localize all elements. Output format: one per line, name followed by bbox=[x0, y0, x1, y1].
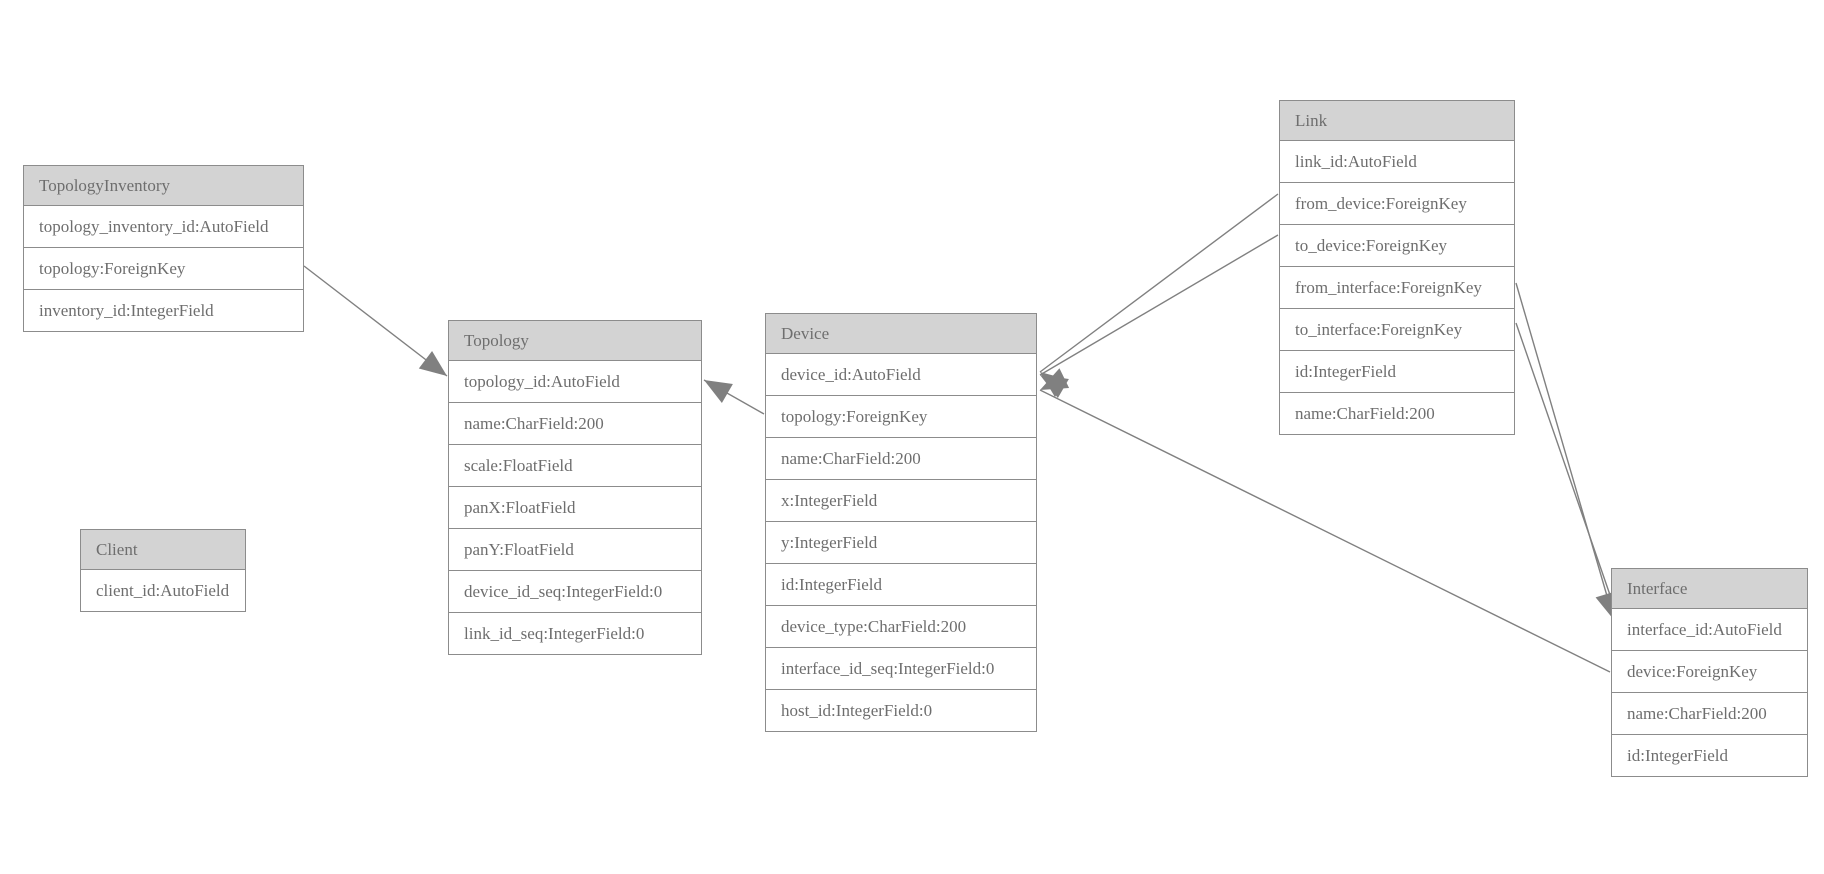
entity-field: device_id_seq:IntegerField:0 bbox=[449, 571, 701, 613]
entity-field: interface_id:AutoField bbox=[1612, 609, 1807, 651]
entity-field: name:CharField:200 bbox=[766, 438, 1036, 480]
entity-field-list-client: client_id:AutoField bbox=[81, 570, 245, 611]
entity-field: y:IntegerField bbox=[766, 522, 1036, 564]
entity-field: topology:ForeignKey bbox=[766, 396, 1036, 438]
entity-field: from_device:ForeignKey bbox=[1280, 183, 1514, 225]
relationship-arrowhead bbox=[1040, 368, 1070, 390]
entity-field: scale:FloatField bbox=[449, 445, 701, 487]
entity-field: inventory_id:IntegerField bbox=[24, 290, 303, 331]
entity-field: topology_inventory_id:AutoField bbox=[24, 206, 303, 248]
entity-field: device:ForeignKey bbox=[1612, 651, 1807, 693]
relationship-arrowhead bbox=[704, 380, 733, 404]
entity-field: topology:ForeignKey bbox=[24, 248, 303, 290]
entity-field: device_type:CharField:200 bbox=[766, 606, 1036, 648]
entity-field: topology_id:AutoField bbox=[449, 361, 701, 403]
relationship-line bbox=[1039, 193, 1279, 373]
entity-title-topology_inventory: TopologyInventory bbox=[24, 166, 303, 206]
entity-field: client_id:AutoField bbox=[81, 570, 245, 611]
relationship-link-from-device bbox=[1039, 193, 1279, 398]
entity-field: id:IntegerField bbox=[1612, 735, 1807, 776]
entity-field: to_device:ForeignKey bbox=[1280, 225, 1514, 267]
entity-field: x:IntegerField bbox=[766, 480, 1036, 522]
relationship-arrowhead bbox=[1040, 375, 1069, 399]
entity-title-link: Link bbox=[1280, 101, 1514, 141]
entity-field: link_id_seq:IntegerField:0 bbox=[449, 613, 701, 654]
entity-field: name:CharField:200 bbox=[1280, 393, 1514, 434]
relationship-arrowhead bbox=[1040, 372, 1069, 398]
entity-title-topology: Topology bbox=[449, 321, 701, 361]
relationship-device-topology bbox=[703, 379, 765, 415]
entity-field: to_interface:ForeignKey bbox=[1280, 309, 1514, 351]
entity-title-interface: Interface bbox=[1612, 569, 1807, 609]
entity-field: id:IntegerField bbox=[766, 564, 1036, 606]
entity-field: interface_id_seq:IntegerField:0 bbox=[766, 648, 1036, 690]
entity-field: id:IntegerField bbox=[1280, 351, 1514, 393]
relationship-line bbox=[1039, 234, 1279, 376]
entity-title-device: Device bbox=[766, 314, 1036, 354]
relationship-line bbox=[1515, 322, 1620, 622]
relationship-line bbox=[703, 379, 765, 415]
entity-field: host_id:IntegerField:0 bbox=[766, 690, 1036, 731]
relationship-topologyinventory-topology bbox=[303, 265, 448, 377]
entity-field: name:CharField:200 bbox=[1612, 693, 1807, 735]
relationship-link-to-device bbox=[1039, 234, 1279, 399]
relationship-line bbox=[303, 265, 448, 377]
entity-field: from_interface:ForeignKey bbox=[1280, 267, 1514, 309]
relationship-line bbox=[1515, 282, 1615, 621]
entity-field: panX:FloatField bbox=[449, 487, 701, 529]
entity-field: link_id:AutoField bbox=[1280, 141, 1514, 183]
relationship-link-from-interface bbox=[1515, 282, 1617, 621]
entity-field: device_id:AutoField bbox=[766, 354, 1036, 396]
entity-field: name:CharField:200 bbox=[449, 403, 701, 445]
entity-field: panY:FloatField bbox=[449, 529, 701, 571]
entity-title-client: Client bbox=[81, 530, 245, 570]
